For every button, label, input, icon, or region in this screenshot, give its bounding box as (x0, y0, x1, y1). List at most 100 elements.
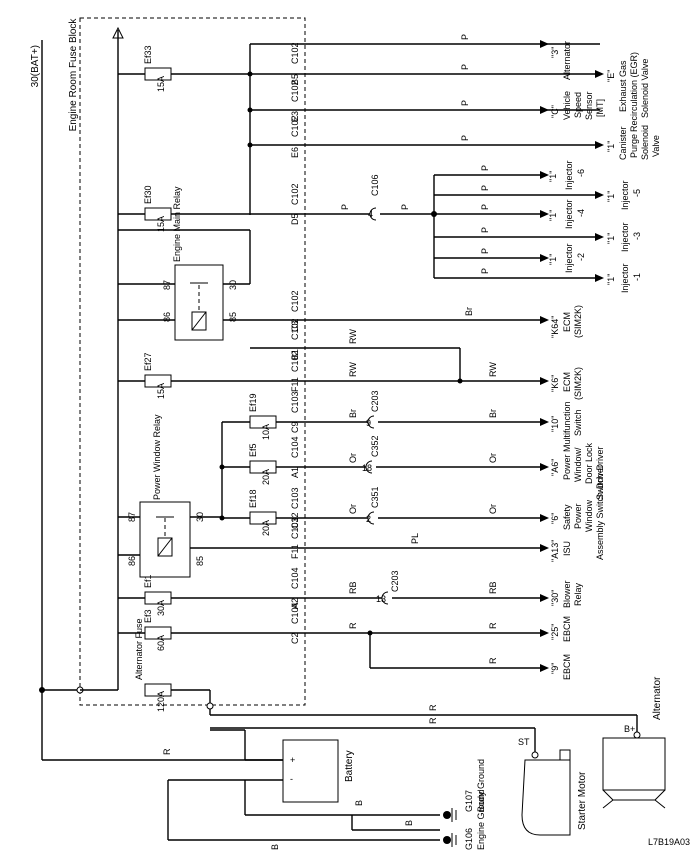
svg-text:RB: RB (348, 581, 358, 594)
svg-text:P: P (460, 100, 470, 106)
svg-text:B5: B5 (290, 74, 300, 85)
battery-label: Battery (344, 750, 355, 782)
svg-text:C12: C12 (290, 512, 300, 529)
svg-text:Multifunction: Multifunction (562, 401, 572, 452)
svg-text:"A13": "A13" (550, 540, 560, 562)
svg-text:C102: C102 (290, 290, 300, 312)
fuse-ef18: Ef18 20A (222, 489, 368, 536)
svg-text:Br: Br (348, 409, 358, 418)
svg-text:"9": "9" (550, 663, 560, 674)
svg-text:"K6": "K6" (550, 375, 560, 392)
fuse-alternator: Alternator Fuse 120A (134, 618, 210, 712)
svg-text:15A: 15A (156, 383, 166, 399)
svg-text:E3: E3 (290, 111, 300, 122)
svg-text:60A: 60A (156, 635, 166, 651)
svg-text:C102: C102 (290, 80, 300, 102)
fuse-block-outline (79, 17, 306, 706)
svg-text:"1": "1" (548, 210, 558, 221)
svg-text:P: P (340, 204, 350, 210)
svg-text:P: P (480, 204, 490, 210)
svg-text:Ef3: Ef3 (143, 609, 153, 623)
svg-text:Recirculation (EGR): Recirculation (EGR) (629, 52, 639, 132)
svg-text:C103: C103 (290, 391, 300, 413)
svg-text:P: P (480, 248, 490, 254)
svg-text:E6: E6 (290, 147, 300, 158)
svg-text:PL: PL (410, 533, 420, 544)
svg-text:"E": "E" (606, 70, 616, 82)
svg-text:"1": "1" (606, 233, 616, 244)
starter-motor: ST Starter Motor (518, 737, 588, 836)
battery-supply-bus: 30(BAT+) (30, 40, 80, 760)
svg-text:9: 9 (366, 418, 371, 428)
svg-text:Injector: Injector (620, 222, 630, 252)
svg-text:-6: -6 (576, 169, 586, 177)
svg-text:Br: Br (464, 307, 474, 316)
svg-text:C203: C203 (390, 570, 400, 592)
ground-g107: G107 Body Ground (443, 759, 486, 822)
svg-text:B: B (354, 800, 364, 806)
svg-text:Alternator Fuse: Alternator Fuse (134, 618, 144, 680)
svg-text:Ef5: Ef5 (248, 443, 258, 457)
svg-text:Blower: Blower (562, 580, 572, 608)
svg-text:A2: A2 (290, 598, 300, 609)
wire-color-labels: P P P P P P P P P P P P Br RW RW RW Br B… (162, 34, 498, 850)
svg-text:Vehicle: Vehicle (562, 91, 572, 120)
svg-text:R: R (428, 704, 438, 711)
svg-text:C102: C102 (290, 115, 300, 137)
svg-text:Power: Power (573, 503, 583, 529)
svg-text:Injector: Injector (620, 263, 630, 293)
figure-id: L7B19A03 (648, 837, 690, 847)
svg-text:86: 86 (162, 312, 172, 322)
svg-text:"10": "10" (550, 416, 560, 432)
svg-text:D5: D5 (290, 213, 300, 225)
svg-text:Switch: Switch (573, 409, 583, 436)
svg-text:"30": "30" (550, 590, 560, 606)
svg-text:"1": "1" (548, 254, 558, 265)
svg-text:-: - (290, 774, 293, 784)
svg-text:30A: 30A (156, 600, 166, 616)
svg-text:87: 87 (162, 280, 172, 290)
svg-text:P: P (480, 227, 490, 233)
svg-text:C104: C104 (290, 602, 300, 624)
svg-text:ISU: ISU (562, 541, 572, 556)
svg-text:Injector: Injector (620, 180, 630, 210)
svg-text:85: 85 (228, 312, 238, 322)
svg-text:C102: C102 (290, 350, 300, 372)
svg-text:"6": "6" (550, 513, 560, 524)
svg-text:Sensor: Sensor (584, 91, 594, 120)
svg-text:13: 13 (376, 594, 386, 604)
svg-text:-4: -4 (576, 209, 586, 217)
svg-text:Safety: Safety (562, 504, 572, 530)
svg-text:-2: -2 (576, 253, 586, 261)
svg-text:Solenoid: Solenoid (640, 125, 650, 160)
ground-g106: G106 Engine Ground (443, 789, 486, 850)
svg-text:ECM: ECM (562, 312, 572, 332)
svg-text:Ef19: Ef19 (248, 393, 258, 412)
svg-text:"K64": "K64" (550, 316, 560, 338)
svg-text:C352: C352 (370, 435, 380, 457)
svg-text:RW: RW (348, 362, 358, 377)
destination-arrows (540, 40, 604, 672)
svg-text:P: P (460, 135, 470, 141)
svg-text:P: P (480, 268, 490, 274)
svg-text:Purge: Purge (629, 134, 639, 158)
engine-main-relay-label: Engine Main Relay (172, 186, 182, 262)
svg-text:Ef1: Ef1 (143, 574, 153, 588)
svg-text:R: R (428, 717, 438, 724)
svg-text:Ef18: Ef18 (248, 489, 258, 508)
svg-text:R: R (488, 657, 498, 664)
svg-text:ST: ST (518, 737, 530, 747)
svg-text:C104: C104 (290, 436, 300, 458)
svg-text:15A: 15A (156, 76, 166, 92)
svg-text:ECM: ECM (562, 372, 572, 392)
ground-arrow-icon (112, 26, 124, 39)
svg-text:B: B (270, 844, 280, 850)
alternator-label: Alternator (652, 676, 663, 720)
svg-text:P: P (480, 185, 490, 191)
svg-text:20A: 20A (261, 469, 271, 485)
svg-text:Door Lock: Door Lock (584, 442, 594, 484)
svg-text:20A: 20A (261, 520, 271, 536)
svg-text:Body Ground: Body Ground (476, 759, 486, 812)
fuse-ef1: Ef1 30A (118, 574, 382, 616)
svg-text:RW: RW (488, 362, 498, 377)
